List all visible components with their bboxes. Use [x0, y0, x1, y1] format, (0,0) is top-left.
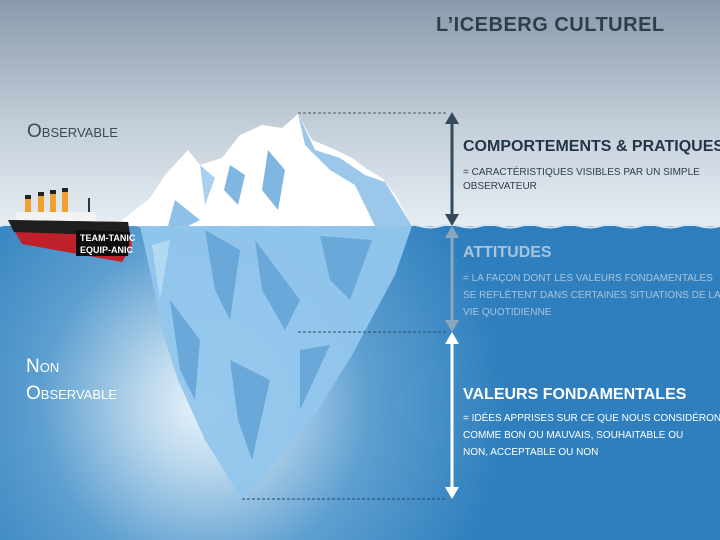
non-observable-label-line1: Non [26, 356, 60, 377]
valeurs-description-line3: NON, ACCEPTABLE OU NON [463, 447, 599, 458]
iceberg-underwater [140, 226, 412, 499]
valeurs-heading: VALEURS FONDAMENTALES [463, 386, 687, 403]
attitudes-arrow [445, 226, 459, 332]
comportements-description-line1: = CARACTÉRISTIQUES VISIBLES PAR UN SIMPL… [463, 167, 700, 178]
iceberg-tip [115, 114, 412, 226]
ship-illustration [8, 188, 132, 262]
comportements-heading: COMPORTEMENTS & PRATIQUES [463, 138, 720, 155]
page-title: L’ICEBERG CULTUREL [436, 14, 665, 36]
attitudes-description-line2: SE REFLÈTENT DANS CERTAINES SITUATIONS D… [463, 290, 720, 301]
comportements-description-line2: OBSERVATEUR [463, 181, 537, 192]
attitudes-description-line3: VIE QUOTIDIENNE [463, 307, 552, 318]
ship-label-line2: EQUIP-ANIC [80, 245, 134, 255]
valeurs-description-line1: = IDÉES APPRISES SUR CE QUE NOUS CONSIDÉ… [463, 413, 720, 424]
observable-label: Observable [27, 121, 118, 142]
ship-label-line1: TEAM-TANIC [80, 233, 136, 243]
attitudes-heading: ATTITUDES [463, 244, 552, 261]
non-observable-label-line2: Observable [26, 383, 117, 404]
attitudes-description-line1: = LA FAÇON DONT LES VALEURS FONDAMENTALE… [463, 273, 713, 284]
valeurs-description-line2: COMME BON OU MAUVAIS, SOUHAITABLE OU [463, 430, 684, 441]
valeurs-arrow [445, 332, 459, 499]
comportements-arrow [445, 112, 459, 226]
